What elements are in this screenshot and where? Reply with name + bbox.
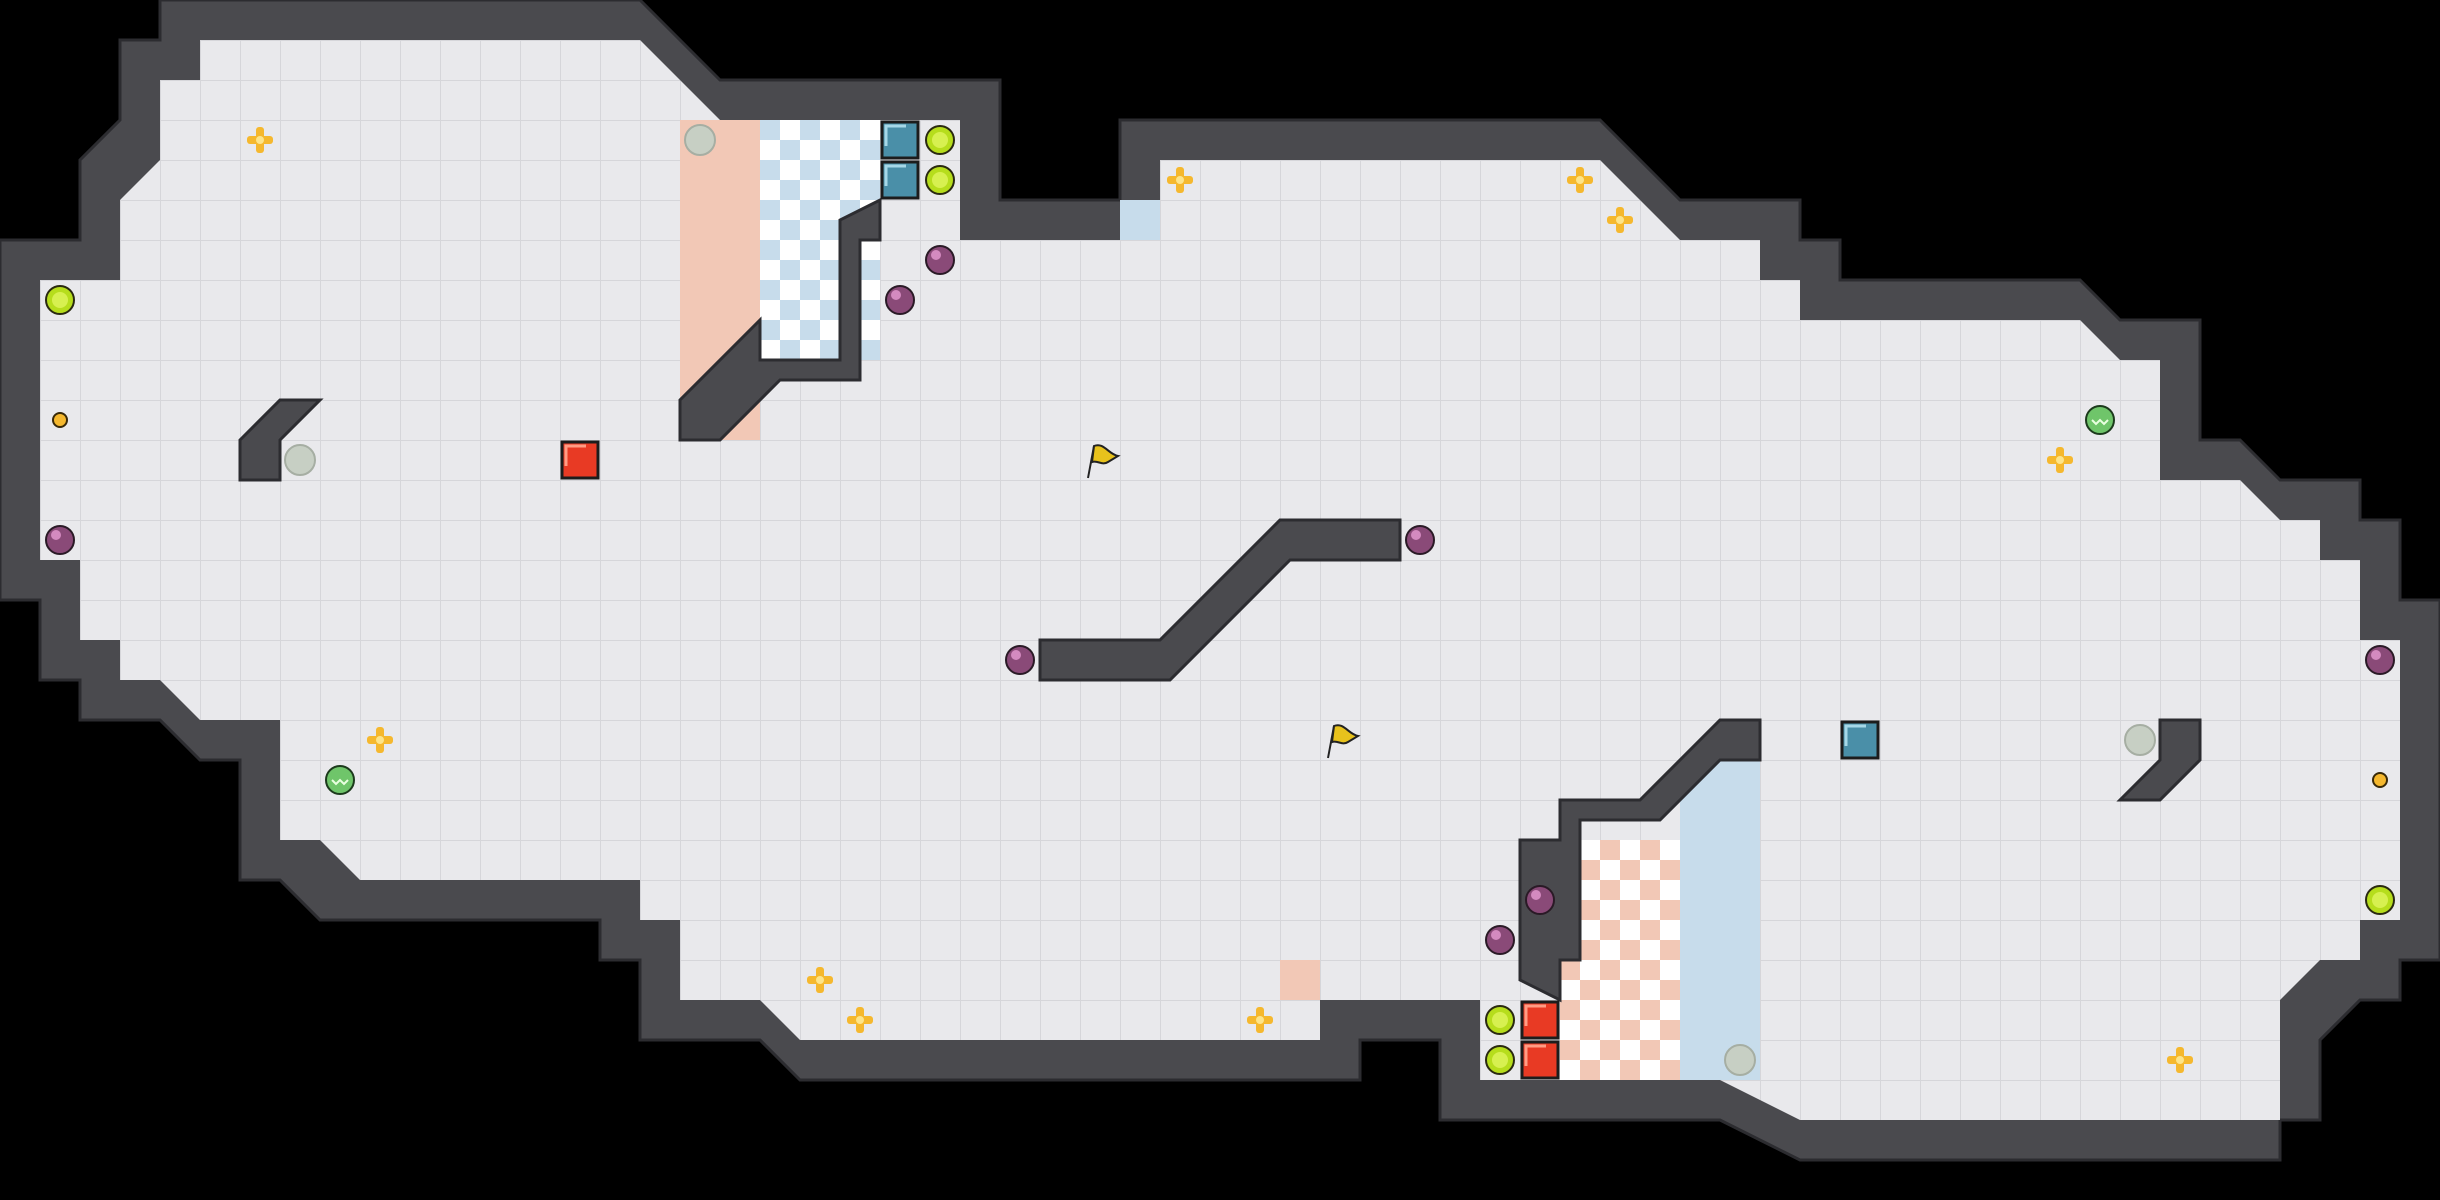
green-striped-powerup-icon (325, 765, 355, 795)
blue-zone-bottom (1680, 760, 1760, 1080)
blue-zone-small-top (1120, 200, 1160, 240)
gold-portal-dot-icon (2372, 772, 2388, 788)
purple-bomb-icon (1405, 525, 1435, 555)
lime-powerup-icon (925, 125, 955, 155)
yellow-cross-boost-icon (367, 727, 393, 753)
green-striped-powerup-icon (2085, 405, 2115, 435)
teal-gate-tile-icon (880, 160, 920, 200)
inner-walls (238, 197, 2202, 1003)
red-zone-small-bottom (1280, 960, 1320, 1000)
yellow-cross-boost-icon (1607, 207, 1633, 233)
grey-button-icon (1724, 1044, 1756, 1076)
yellow-cross-boost-icon (1167, 167, 1193, 193)
yellow-flag-icon (1327, 724, 1361, 759)
wall-center-diagonal (1038, 518, 1402, 682)
teal-gate-tile-icon (1840, 720, 1880, 760)
wall-bottom-spur (1518, 718, 1762, 1003)
gold-portal-dot-icon (52, 412, 68, 428)
wall-top-spur (678, 197, 882, 442)
yellow-cross-boost-icon (2167, 1047, 2193, 1073)
wall-left-wedge (238, 398, 324, 482)
purple-bomb-icon (1005, 645, 1035, 675)
grey-button-icon (284, 444, 316, 476)
lime-powerup-icon (45, 285, 75, 315)
map-objects (45, 120, 2395, 1080)
purple-bomb-icon (2365, 645, 2395, 675)
purple-bomb-icon (925, 245, 955, 275)
yellow-cross-boost-icon (2047, 447, 2073, 473)
yellow-cross-boost-icon (247, 127, 273, 153)
grey-button-icon (2124, 724, 2156, 756)
grey-button-icon (684, 124, 716, 156)
yellow-flag-icon (1087, 444, 1121, 479)
lime-powerup-icon (1485, 1005, 1515, 1035)
red-gate-tile-icon (1520, 1040, 1560, 1080)
purple-bomb-icon (885, 285, 915, 315)
yellow-cross-boost-icon (807, 967, 833, 993)
yellow-cross-boost-icon (1567, 167, 1593, 193)
yellow-cross-boost-icon (847, 1007, 873, 1033)
purple-bomb-icon (45, 525, 75, 555)
teal-gate-tile-icon (880, 120, 920, 160)
lime-powerup-icon (2365, 885, 2395, 915)
lime-powerup-icon (925, 165, 955, 195)
yellow-cross-boost-icon (1247, 1007, 1273, 1033)
purple-bomb-icon (1485, 925, 1515, 955)
red-gate-tile-icon (560, 440, 600, 480)
wall-right-wedge (2116, 718, 2202, 802)
red-gate-tile-icon (1520, 1000, 1560, 1040)
purple-bomb-icon (1525, 885, 1555, 915)
lime-powerup-icon (1485, 1045, 1515, 1075)
